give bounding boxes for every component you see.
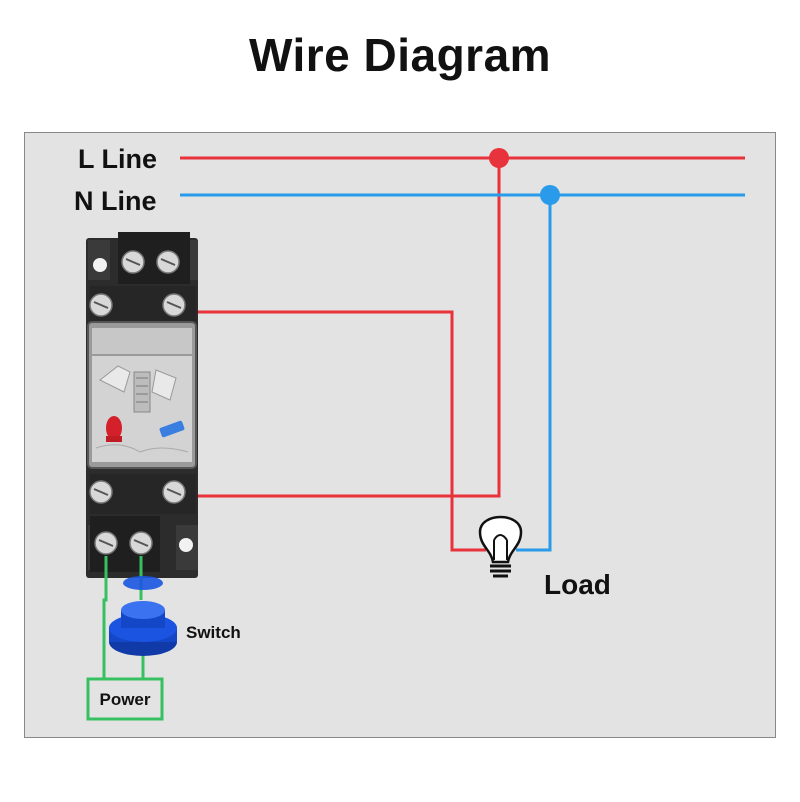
n-line-label: N Line	[74, 186, 157, 216]
n-line-junction	[540, 185, 560, 205]
switch-button-icon	[109, 576, 177, 656]
light-bulb-icon	[478, 515, 523, 578]
l-line-wire	[180, 156, 745, 498]
l-line-junction	[489, 148, 509, 168]
terminal-screws	[89, 250, 186, 555]
power-box	[86, 677, 164, 721]
diagram-title: Wire Diagram	[248, 29, 552, 81]
load-label: Load	[544, 569, 611, 600]
l-line-label: L Line	[78, 144, 157, 174]
load-feed-wire	[186, 310, 486, 552]
n-line-wire	[180, 193, 745, 552]
relay-module	[87, 321, 197, 469]
switch-label: Switch	[186, 623, 241, 642]
power-label: Power	[99, 690, 150, 709]
